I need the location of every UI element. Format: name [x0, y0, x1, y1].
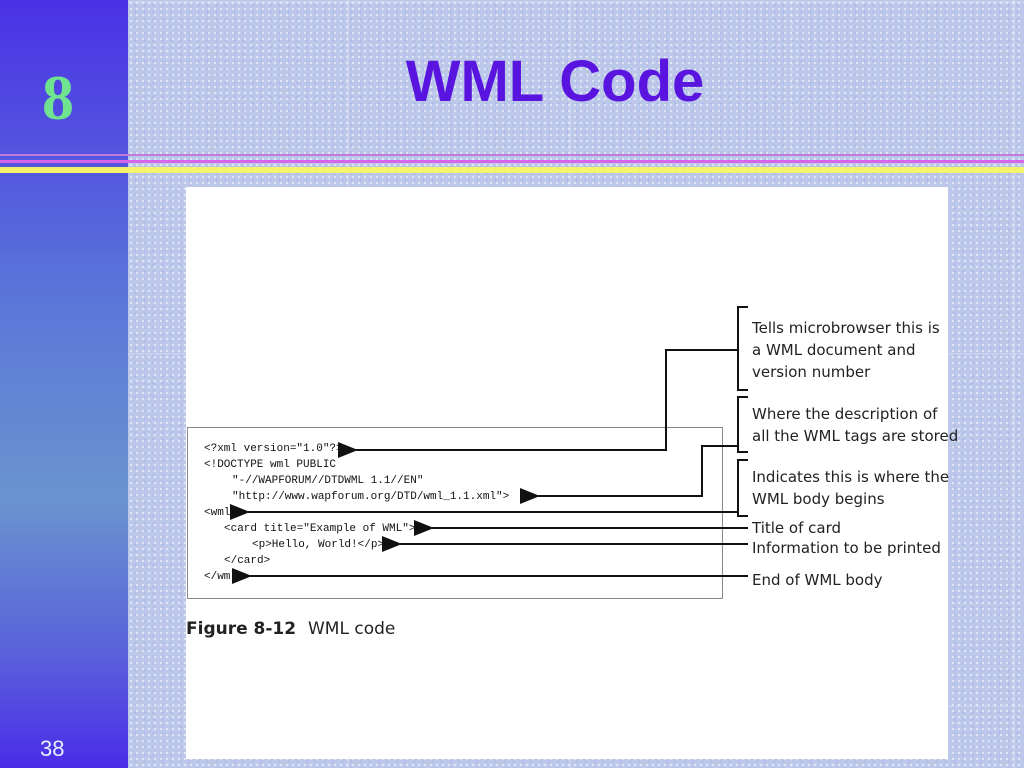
code-line: </card>: [224, 555, 271, 567]
page-number: 38: [40, 736, 65, 761]
code-line: <?xml version="1.0"?>: [204, 443, 343, 455]
code-line: <p>Hello, World!</p>: [252, 539, 385, 551]
divider-line-yellow: [0, 167, 1024, 173]
divider-line: [0, 154, 1024, 156]
figure-panel: <?xml version="1.0"?> <!DOCTYPE wml PUBL…: [186, 187, 958, 759]
divider-line-pink: [0, 160, 1024, 163]
callout-arrows: [230, 306, 748, 584]
annotation-body-end: End of WML body: [752, 571, 883, 589]
code-line: <!DOCTYPE wml PUBLIC: [204, 459, 337, 471]
slide-sidebar: [0, 0, 128, 768]
code-line: <wml>: [204, 507, 238, 519]
code-line: "-//WAPFORUM//DTDWML 1.1//EN": [232, 475, 424, 487]
annotation-tag-description: Where the description of all the WML tag…: [752, 405, 959, 445]
slide-title: WML Code: [405, 49, 705, 114]
annotation-card-title: Title of card: [752, 519, 842, 537]
code-line: "http://www.wapforum.org/DTD/wml_1.1.xml…: [232, 491, 510, 503]
annotation-printed-info: Information to be printed: [752, 539, 941, 557]
annotation-body-begins: Indicates this is where the WML body beg…: [752, 468, 950, 508]
annotation-doc-type: Tells microbrowser this is a WML documen…: [752, 319, 940, 381]
figure-caption-text: WML code: [308, 619, 396, 639]
code-line: <card title="Example of WML">: [224, 523, 416, 535]
figure-caption-label: Figure 8-12: [186, 619, 297, 639]
chapter-number: 8: [42, 62, 74, 133]
